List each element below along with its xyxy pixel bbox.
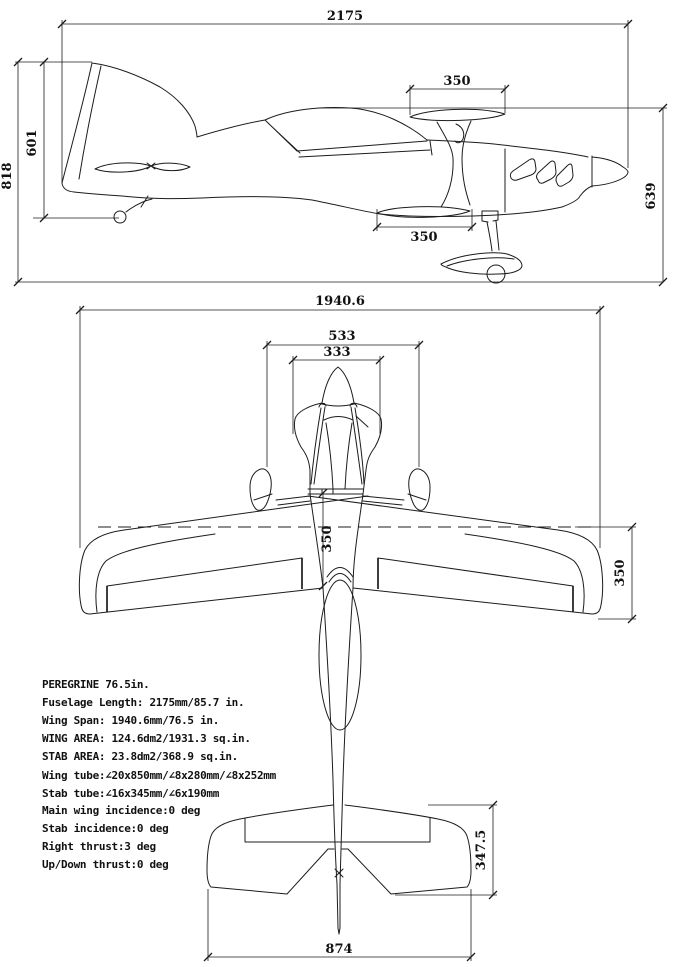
spec-wing-incidence: Main wing incidence:0 deg (42, 804, 200, 817)
dim-stab-chord: 347.5 (474, 830, 489, 871)
top-dimension-ticks (75, 305, 637, 624)
left-wheel-pant-top (249, 468, 273, 511)
fuselage-hatch-oval (318, 579, 362, 731)
dim-wing-tip-chord: 350 (613, 559, 628, 586)
rear-fuselage-sides (309, 493, 364, 935)
windshield-corners (318, 403, 358, 408)
spec-stab-incidence: Stab incidence:0 deg (42, 822, 168, 835)
top-view: 1940.6 533 333 350 350 (75, 294, 637, 935)
rudder-hinge-detail (334, 868, 344, 878)
stab-dimension-ticks (203, 800, 498, 962)
side-dimension-ticks (13, 19, 668, 287)
spec-title: PEREGRINE 76.5in. (42, 678, 149, 691)
left-wingtip (78, 529, 216, 615)
wheel-pant-side (440, 252, 523, 275)
wing-center-leading-edge (307, 488, 364, 495)
main-gear-mount-and-leg (481, 210, 500, 252)
fuselage-bottom (61, 182, 593, 218)
dim-nose-height: 639 (644, 182, 659, 209)
tailwheel-wire (125, 195, 153, 213)
spec-stab-tube: Stab tube:∠16x345mm/∠6x190mm (42, 787, 220, 800)
aileron-hinge-lines (106, 557, 574, 587)
canopy-rail-and-wing-root (296, 140, 433, 158)
wing-leading-edges (123, 495, 559, 531)
spec-wing-span: Wing Span: 1940.6mm/76.5 in. (42, 714, 219, 727)
canopy-side-frames (310, 406, 365, 485)
cowl-right-cheek (353, 402, 383, 495)
dim-front-width-inner: 333 (323, 345, 350, 360)
dim-overall-height: 818 (0, 162, 15, 189)
tail-wheel (113, 210, 127, 224)
stabilizer-view: 874 347.5 (203, 800, 498, 962)
dim-wingtip-chord-upper: 350 (443, 74, 470, 89)
spinner-side (591, 155, 629, 188)
top-dimension-lines (79, 306, 636, 620)
cowl-left-cheek (293, 402, 323, 495)
side-view: 2175 601 818 350 350 639 (0, 9, 668, 287)
canopy-outline (264, 107, 428, 141)
fuselage-top-to-nose (426, 139, 589, 158)
spec-fuselage-length: Fuselage Length: 2175mm/85.7 in. (42, 696, 244, 709)
windshield-arch-and-cockpit (323, 415, 369, 490)
upper-wingtip-profile (409, 108, 506, 122)
aileron-end-ribs (106, 558, 574, 612)
stab-dimension-lines (207, 804, 497, 961)
spec-updown-thrust: Up/Down thrust:0 deg (42, 858, 168, 871)
wing-trailing-edges (89, 587, 593, 615)
elevator-hinge-lines (244, 817, 431, 843)
spec-wing-tube: Wing tube:∠20x850mm/∠8x280mm/∠8x252mm (42, 769, 277, 782)
cowl-vent-1 (509, 158, 537, 181)
canopy-rear-arches (326, 567, 354, 583)
rudder-hinge-line (78, 65, 102, 180)
windshield-frame (264, 119, 301, 154)
lower-wingtip-profile (376, 206, 471, 218)
cowl-vent-3 (555, 163, 574, 187)
spec-right-thrust: Right thrust:3 deg (42, 840, 156, 853)
stab-outline-right (341, 804, 472, 895)
gear-legs-top (275, 495, 405, 506)
dim-wingspan: 1940.6 (315, 294, 365, 309)
wing-pylon-fairing (436, 120, 472, 208)
spec-wing-area: WING AREA: 124.6dm2/1931.3 sq.in. (42, 732, 251, 745)
cowl-vent-2 (536, 160, 557, 184)
spec-stab-area: STAB AREA: 23.8dm2/368.9 sq.in. (42, 750, 238, 763)
main-wheel (486, 264, 506, 284)
dim-stab-span: 874 (325, 942, 352, 957)
dim-wing-root-chord: 350 (320, 525, 335, 552)
dim-fin-height: 601 (25, 129, 40, 156)
stab-elevator-profile (94, 162, 191, 173)
fin-and-turtledeck (91, 62, 266, 138)
right-wingtip (464, 529, 604, 615)
rudder-trailing-edge (61, 62, 93, 184)
dim-overall-length: 2175 (327, 9, 363, 24)
dim-front-width-outer: 533 (328, 329, 355, 344)
right-wheel-pant-top (407, 468, 431, 511)
dim-wingtip-chord-lower: 350 (410, 230, 437, 245)
stab-outline-left (206, 804, 335, 895)
side-dimension-lines (15, 20, 667, 283)
spec-block: PEREGRINE 76.5in. Fuselage Length: 2175m… (42, 678, 277, 871)
spinner-top (321, 366, 355, 407)
